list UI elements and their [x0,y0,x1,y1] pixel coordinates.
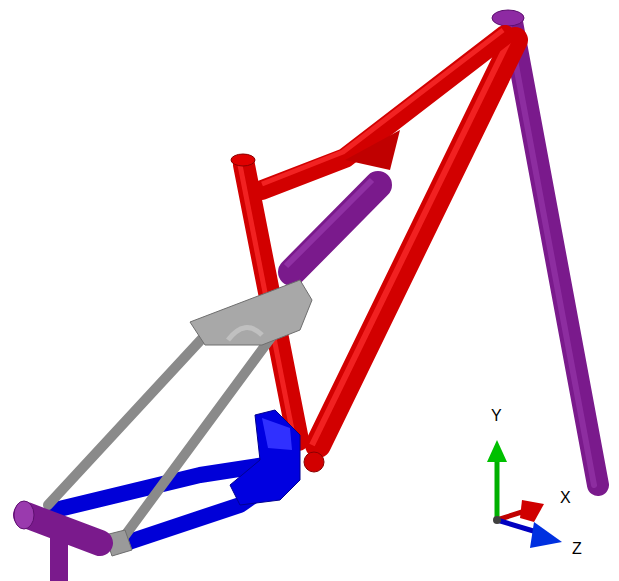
fork-tube [512,22,598,485]
x-arrowhead [520,500,544,522]
rocker-bridge [228,328,262,340]
top-tube-highlight [262,30,503,184]
head-tube-top [492,10,524,26]
seatstay-left [48,330,210,505]
axis-label: X [560,490,571,506]
fork-highlight [508,22,594,485]
z-arrowhead [530,522,562,548]
axle-post [50,535,68,581]
shock-highlight [286,180,372,266]
axis-label: Y [491,408,502,424]
shock-body [292,185,378,272]
axle-end [14,501,34,529]
top-tube-gusset [345,130,400,170]
y-arrowhead [487,440,507,462]
bottom-bracket [304,452,324,472]
y-axis [495,458,500,520]
chainstay-yoke [230,410,300,505]
seat-tube-top [231,154,255,166]
yoke-highlight [262,418,292,450]
axis-label: Z [572,541,582,557]
rocker-link [190,280,312,345]
axis-origin [493,516,501,524]
